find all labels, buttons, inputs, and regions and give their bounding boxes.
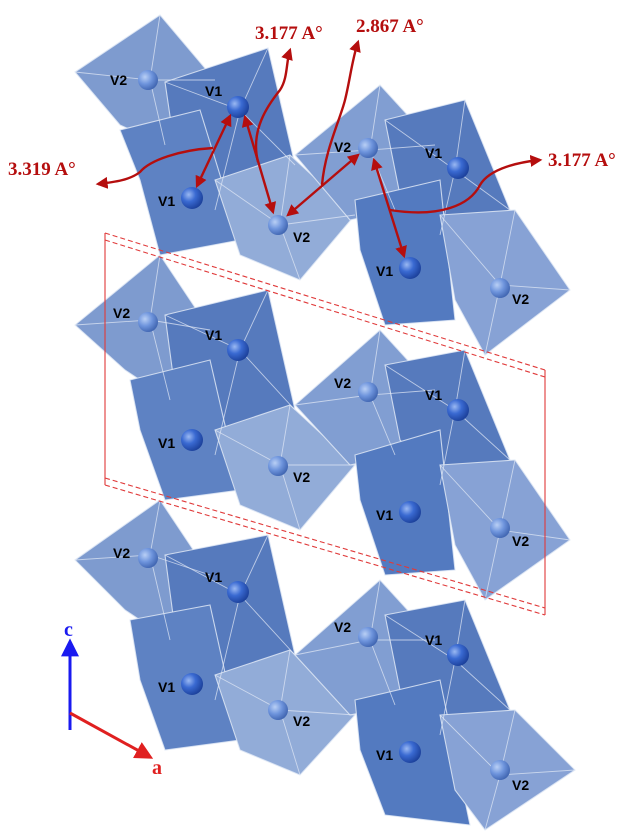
v1-label: V1 <box>376 263 393 279</box>
v2-label: V2 <box>293 229 310 245</box>
v1-octahedron <box>129 359 241 501</box>
distance-arrow-3177-a <box>241 114 277 215</box>
v1-atom <box>399 257 421 279</box>
v1-label: V1 <box>376 747 393 763</box>
v2-atom <box>268 456 288 476</box>
v1-atom <box>399 501 421 523</box>
v1-octahedron <box>354 179 456 326</box>
atoms-layer <box>138 70 510 780</box>
v2-atom <box>268 700 288 720</box>
v1-atom <box>447 644 469 666</box>
v1-atom <box>447 399 469 421</box>
v2-label: V2 <box>512 291 529 307</box>
v1-label: V1 <box>425 387 442 403</box>
v2-label: V2 <box>334 619 351 635</box>
v1-atom <box>227 339 249 361</box>
distance-label: 3.177 A° <box>548 150 616 171</box>
v1-atom <box>181 429 203 451</box>
v2-atom <box>490 278 510 298</box>
v2-label: V2 <box>293 469 310 485</box>
v1-label: V1 <box>158 193 175 209</box>
v2-atom <box>268 215 288 235</box>
distance-label: 3.319 A° <box>8 159 76 180</box>
v1-label: V1 <box>158 679 175 695</box>
polyhedra-layer <box>74 14 576 831</box>
distance-arrow-3319 <box>195 113 232 189</box>
v2-atom <box>358 627 378 647</box>
v2-label: V2 <box>334 139 351 155</box>
v2-atom <box>490 760 510 780</box>
v1-label: V1 <box>205 83 222 99</box>
v2-label: V2 <box>334 375 351 391</box>
v1-label: V1 <box>205 327 222 343</box>
a-axis-label: a <box>152 757 162 779</box>
leader-line-3177-b <box>389 154 543 214</box>
v2-atom <box>138 312 158 332</box>
v1-label: V1 <box>376 507 393 523</box>
v1-label: V1 <box>425 145 442 161</box>
v2-label: V2 <box>293 713 310 729</box>
v1-atom <box>399 741 421 763</box>
v2-label: V2 <box>110 72 127 88</box>
leader-line-3319 <box>95 146 214 189</box>
v1-label: V1 <box>425 632 442 648</box>
distance-arrow-3177-b <box>371 157 407 259</box>
v2-label: V2 <box>113 545 130 561</box>
v1-label: V1 <box>205 569 222 585</box>
v2-label: V2 <box>512 777 529 793</box>
v2-atom <box>358 138 378 158</box>
v2-atom <box>138 548 158 568</box>
leader-line-2867 <box>320 39 361 186</box>
v1-atom <box>227 581 249 603</box>
unit-cell-outline <box>104 232 546 616</box>
v2-atom <box>358 382 378 402</box>
v1-atom <box>181 187 203 209</box>
v1-atom <box>181 673 203 695</box>
distance-arrows <box>95 39 543 259</box>
v1-atom <box>447 157 469 179</box>
v2-label: V2 <box>113 305 130 321</box>
v2-atom <box>490 518 510 538</box>
c-axis-label: c <box>64 619 73 641</box>
leader-line-3177-a <box>254 47 293 163</box>
v1-label: V1 <box>158 435 175 451</box>
axis-indicator: c a <box>61 619 162 779</box>
distance-label: 3.177 A° <box>255 23 323 44</box>
v2-atom <box>138 70 158 90</box>
a-axis-arrow <box>69 711 154 759</box>
distance-label: 2.867 A° <box>356 16 424 37</box>
v2-label: V2 <box>512 533 529 549</box>
site-labels: V2 V1 V1 V2 V2 V1 V1 V2 V2 V1 V1 V2 V2 V… <box>110 72 529 793</box>
v1-atom <box>227 96 249 118</box>
